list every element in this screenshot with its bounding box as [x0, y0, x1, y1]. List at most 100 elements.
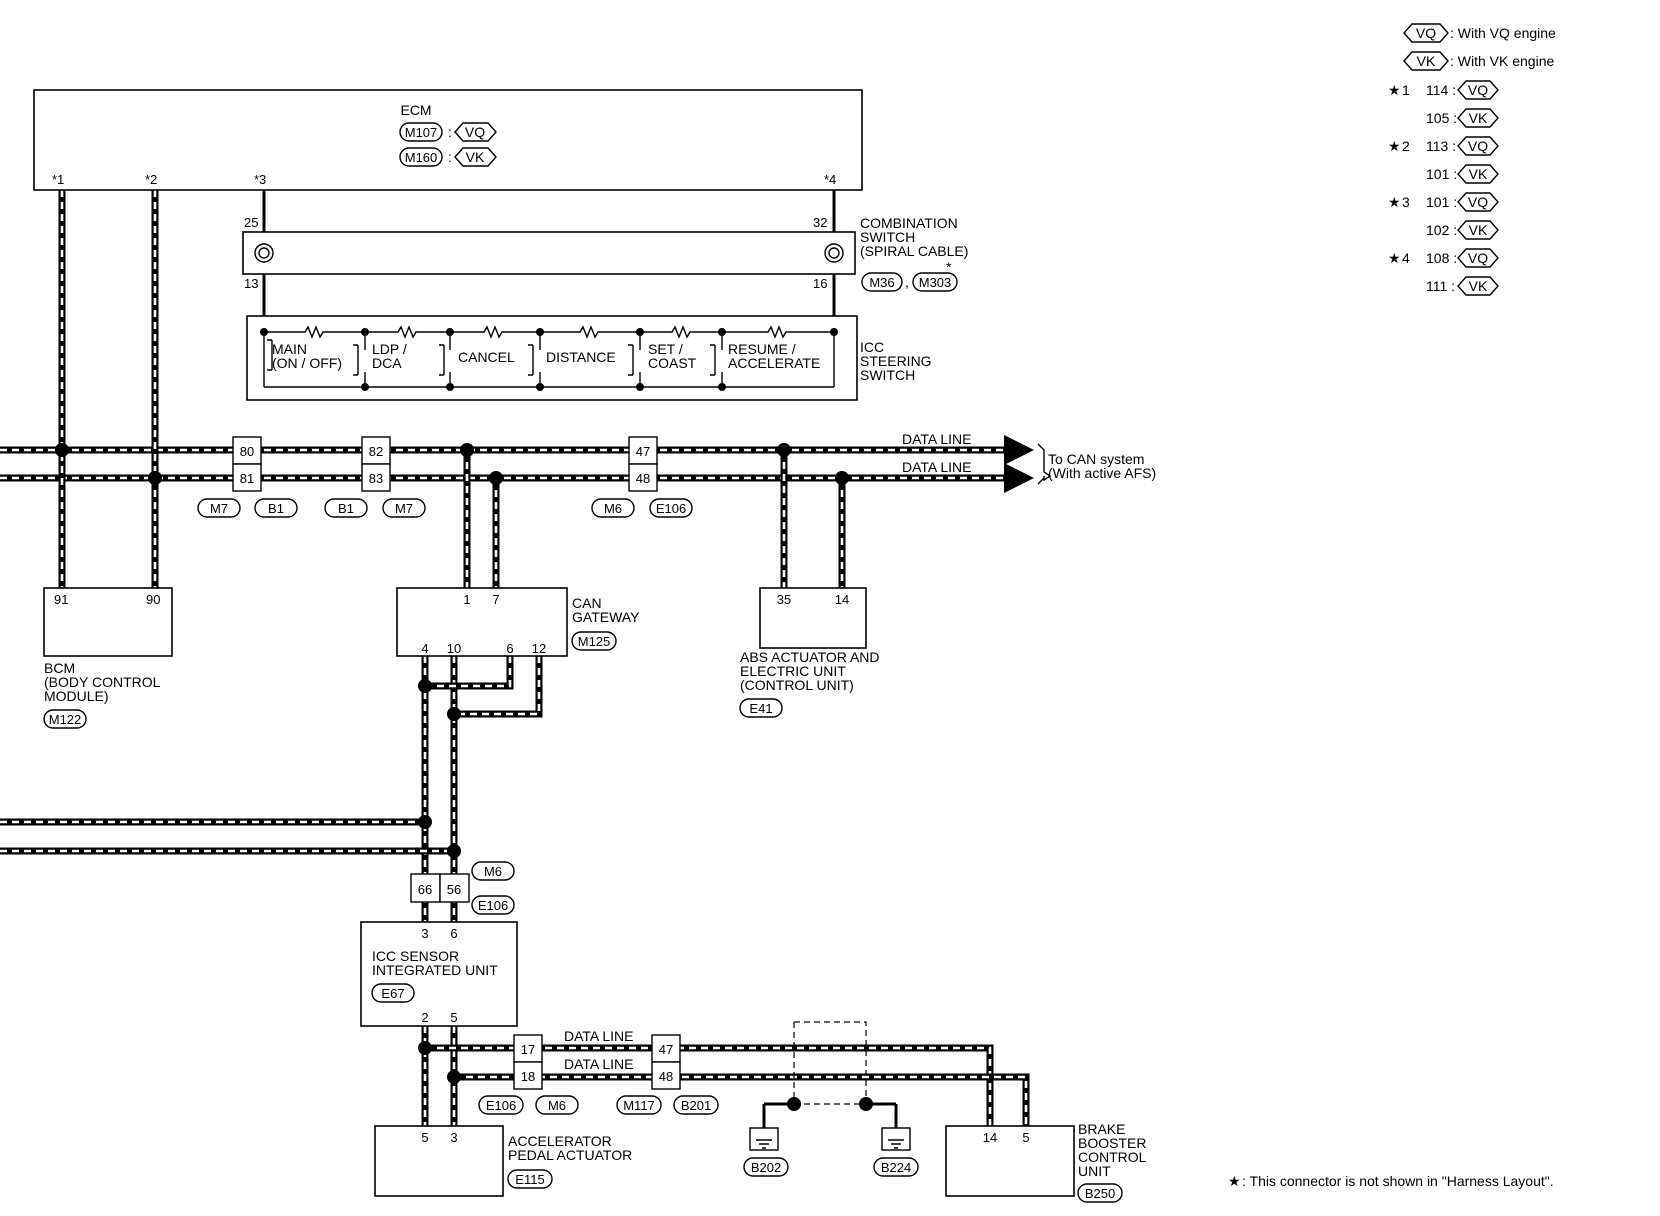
switch-cancel: CANCEL — [458, 349, 515, 365]
svg-text:14: 14 — [835, 592, 849, 607]
svg-text:M117: M117 — [623, 1098, 655, 1113]
svg-text:3: 3 — [1402, 194, 1410, 210]
svg-text:BCM: BCM — [44, 660, 75, 676]
svg-text:3: 3 — [421, 926, 428, 941]
ecm-box: ECM M107 : VQ M160 : VK *1 *2 *3 *4 — [33, 89, 863, 191]
svg-text:VK: VK — [466, 149, 485, 165]
svg-text:66: 66 — [418, 882, 432, 897]
svg-text:VK: VK — [1469, 110, 1488, 126]
footnote: ★ : This connector is not shown in "Harn… — [1228, 1173, 1554, 1189]
abs-actuator-box: 35 14 ABS ACTUATOR AND ELECTRIC UNIT (CO… — [739, 587, 880, 718]
svg-text:CONTROL: CONTROL — [1078, 1149, 1147, 1165]
switch-distance: DISTANCE — [546, 349, 616, 365]
svg-text:*: * — [946, 259, 952, 275]
svg-text:12: 12 — [532, 641, 546, 656]
brake-booster-box: 14 5 BRAKE BOOSTER CONTROL UNIT B250 — [945, 1121, 1147, 1203]
legend-row-2: ★2 113 : VQ 101 : VK — [1388, 136, 1499, 184]
svg-text:81: 81 — [240, 471, 254, 486]
svg-text:SWITCH: SWITCH — [860, 367, 915, 383]
svg-text:4: 4 — [421, 641, 428, 656]
svg-text:★: ★ — [1228, 1173, 1241, 1189]
lower-data-line-labels: DATA LINE DATA LINE — [564, 1028, 634, 1072]
shield-ground: B202 B224 — [743, 1021, 919, 1177]
svg-text:1: 1 — [463, 592, 470, 607]
svg-text:DATA LINE: DATA LINE — [902, 459, 972, 475]
svg-text:E115: E115 — [515, 1172, 544, 1187]
svg-text:M7: M7 — [395, 501, 413, 516]
svg-text:1: 1 — [1402, 82, 1410, 98]
svg-text:82: 82 — [369, 444, 383, 459]
svg-text:DCA: DCA — [372, 355, 402, 371]
svg-text:VK: VK — [1469, 278, 1488, 294]
bcm-box: 91 90 BCM (BODY CONTROL MODULE) M122 — [43, 587, 173, 729]
svg-text:DATA LINE: DATA LINE — [902, 431, 972, 447]
svg-text:56: 56 — [447, 882, 461, 897]
icc-sensor-box: 3 6 ICC SENSOR INTEGRATED UNIT E67 2 5 — [360, 921, 518, 1027]
svg-text:COAST: COAST — [648, 355, 697, 371]
joint-connector-47-48-lower: 47 48 M117 B201 — [616, 1034, 719, 1115]
svg-text:M7: M7 — [210, 501, 228, 516]
svg-text:ACCELERATE: ACCELERATE — [728, 355, 820, 371]
svg-text:E106: E106 — [486, 1098, 516, 1113]
svg-text:: This connector is not shown: : This connector is not shown in "Harnes… — [1242, 1173, 1554, 1189]
svg-text:111 :: 111 : — [1426, 278, 1455, 294]
svg-text:4: 4 — [1402, 250, 1410, 266]
svg-text:105 :: 105 : — [1426, 110, 1457, 126]
svg-text:(BODY CONTROL: (BODY CONTROL — [44, 674, 161, 690]
svg-text:M6: M6 — [548, 1098, 566, 1113]
legend-row-4: ★4 108 : VQ 111 : VK — [1388, 248, 1499, 296]
svg-text:(ON / OFF): (ON / OFF) — [272, 355, 342, 371]
svg-text:48: 48 — [659, 1069, 673, 1084]
data-line-labels: DATA LINE DATA LINE To CAN system (With … — [902, 431, 1156, 481]
svg-text:SWITCH: SWITCH — [860, 229, 915, 245]
joint-connector-82-83: 82 83 B1 M7 — [324, 436, 426, 518]
svg-text:BRAKE: BRAKE — [1078, 1121, 1125, 1137]
svg-text:B250: B250 — [1085, 1186, 1115, 1201]
svg-text:113 :: 113 : — [1426, 138, 1456, 154]
accelerator-pedal-actuator-box: 5 3 ACCELERATOR PEDAL ACTUATOR E115 — [374, 1125, 632, 1197]
svg-text:BOOSTER: BOOSTER — [1078, 1135, 1146, 1151]
engine-legend: VQ : With VQ engine VK : With VK engine … — [1388, 23, 1556, 296]
svg-text:: With VK engine: : With VK engine — [1450, 53, 1554, 69]
svg-text:18: 18 — [521, 1069, 535, 1084]
svg-text:M303: M303 — [919, 275, 952, 290]
svg-text:ACCELERATOR: ACCELERATOR — [508, 1133, 612, 1149]
svg-text:10: 10 — [447, 641, 461, 656]
svg-text:48: 48 — [636, 471, 650, 486]
ground-b202-icon — [749, 1127, 779, 1151]
svg-text:ELECTRIC UNIT: ELECTRIC UNIT — [740, 663, 846, 679]
svg-text:2: 2 — [421, 1010, 428, 1025]
svg-text:17: 17 — [521, 1042, 535, 1057]
svg-text:102 :: 102 : — [1426, 222, 1457, 238]
svg-text:47: 47 — [636, 444, 650, 459]
svg-text:PEDAL ACTUATOR: PEDAL ACTUATOR — [508, 1147, 632, 1163]
svg-text:E67: E67 — [381, 986, 404, 1001]
svg-text:STEERING: STEERING — [860, 353, 932, 369]
ecm-pin-1: *1 — [52, 172, 64, 187]
switch-set: SET / — [648, 341, 683, 357]
svg-text:VK: VK — [1417, 53, 1436, 69]
svg-text:5: 5 — [450, 1010, 457, 1025]
svg-text:VK: VK — [1469, 222, 1488, 238]
svg-text:: With VQ engine: : With VQ engine — [1450, 25, 1556, 41]
svg-text:M6: M6 — [604, 501, 622, 516]
svg-text:E106: E106 — [656, 501, 686, 516]
svg-text:5: 5 — [421, 1130, 428, 1145]
svg-text:B1: B1 — [268, 501, 284, 516]
svg-text:INTEGRATED UNIT: INTEGRATED UNIT — [372, 962, 498, 978]
svg-text:DATA LINE: DATA LINE — [564, 1028, 634, 1044]
svg-text:ICC SENSOR: ICC SENSOR — [372, 948, 459, 964]
switch-ldp: LDP / — [372, 341, 407, 357]
ecm-pin-4: *4 — [824, 172, 836, 187]
svg-text:B202: B202 — [751, 1160, 781, 1175]
svg-text:13: 13 — [244, 276, 258, 291]
svg-text:80: 80 — [240, 444, 254, 459]
svg-text:★: ★ — [1388, 194, 1401, 210]
svg-text:M160: M160 — [405, 150, 438, 165]
svg-text:,: , — [905, 274, 909, 290]
svg-text:114 :: 114 : — [1426, 82, 1456, 98]
can-gateway-box: 1 7 4 10 6 12 CAN GATEWAY M125 — [396, 587, 640, 657]
svg-text:108 :: 108 : — [1426, 250, 1457, 266]
joint-connector-66-56: 66 56 M6 E106 — [410, 861, 515, 915]
